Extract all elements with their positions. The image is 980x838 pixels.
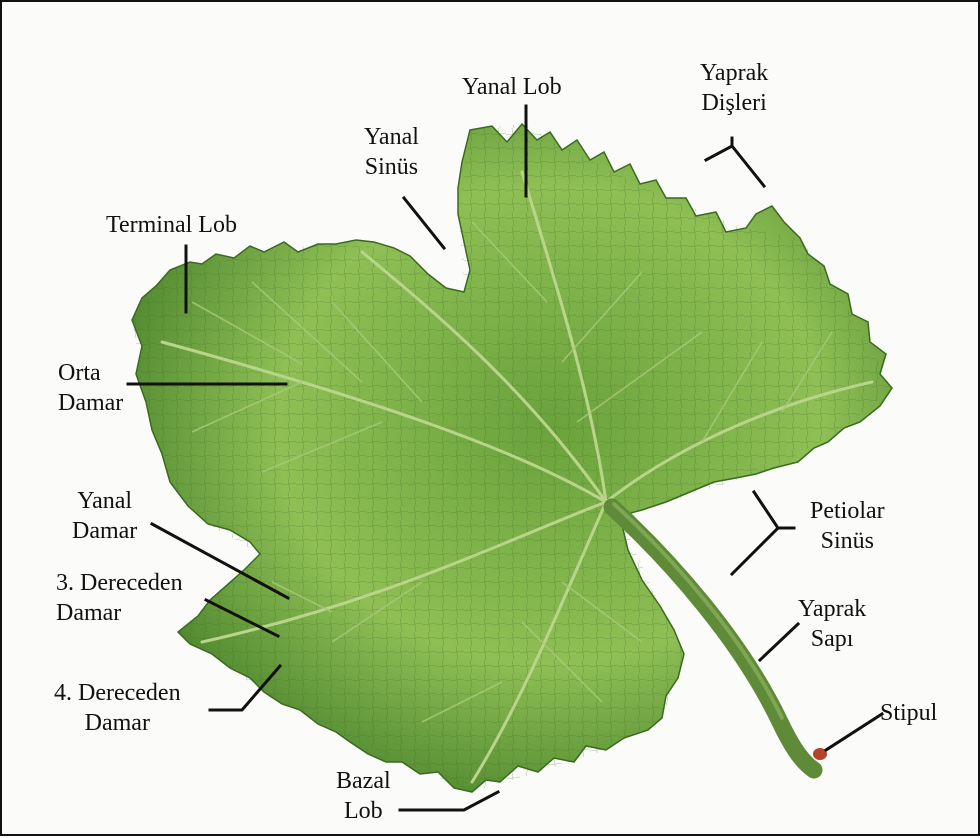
label-bazal-lob: Bazal Lob (336, 766, 391, 826)
label-orta-damar-line1: Orta (58, 358, 123, 388)
label-ucuncu-derece-damar-line2: Damar (56, 598, 183, 628)
leader-bazal-lob (400, 792, 498, 810)
leader-stipul (826, 714, 882, 750)
label-stipul: Stipul (880, 698, 937, 728)
label-yaprak-sapi-line2: Sapı (798, 624, 866, 654)
label-bazal-lob-line2: Lob (336, 796, 391, 826)
label-ucuncu-derece-damar-line1: 3. Dereceden (56, 568, 183, 598)
label-yanal-sinus: Yanal Sinüs (364, 122, 419, 182)
label-dorduncu-derece-damar: 4. Dereceden Damar (54, 678, 181, 738)
label-stipul-text: Stipul (880, 698, 937, 728)
label-dorduncu-derece-damar-line2: Damar (54, 708, 181, 738)
label-yanal-sinus-line2: Sinüs (364, 152, 419, 182)
label-bazal-lob-line1: Bazal (336, 766, 391, 796)
label-yanal-damar-line1: Yanal (72, 486, 137, 516)
label-terminal-lob: Terminal Lob (106, 210, 237, 240)
label-yanal-lob-text: Yanal Lob (462, 72, 562, 102)
leader-yaprak-sapi (760, 624, 798, 660)
label-petiolar-sinus-line2: Sinüs (810, 526, 885, 556)
label-dorduncu-derece-damar-line1: 4. Dereceden (54, 678, 181, 708)
label-yaprak-sapi-line1: Yaprak (798, 594, 866, 624)
label-yaprak-disleri-line1: Yaprak (700, 58, 768, 88)
label-yanal-lob: Yanal Lob (462, 72, 562, 102)
leader-yaprak-disleri (706, 138, 764, 186)
label-terminal-lob-text: Terminal Lob (106, 210, 237, 240)
label-yaprak-sapi: Yaprak Sapı (798, 594, 866, 654)
label-yanal-damar: Yanal Damar (72, 486, 137, 546)
leader-petiolar-sinus (732, 492, 794, 574)
label-petiolar-sinus-line1: Petiolar (810, 496, 885, 526)
label-yaprak-disleri: Yaprak Dişleri (700, 58, 768, 118)
label-petiolar-sinus: Petiolar Sinüs (810, 496, 885, 556)
label-yaprak-disleri-line2: Dişleri (700, 88, 768, 118)
label-yanal-damar-line2: Damar (72, 516, 137, 546)
label-orta-damar-line2: Damar (58, 388, 123, 418)
label-ucuncu-derece-damar: 3. Dereceden Damar (56, 568, 183, 628)
label-yanal-sinus-line1: Yanal (364, 122, 419, 152)
leader-yanal-sinus (404, 198, 444, 248)
label-orta-damar: Orta Damar (58, 358, 123, 418)
